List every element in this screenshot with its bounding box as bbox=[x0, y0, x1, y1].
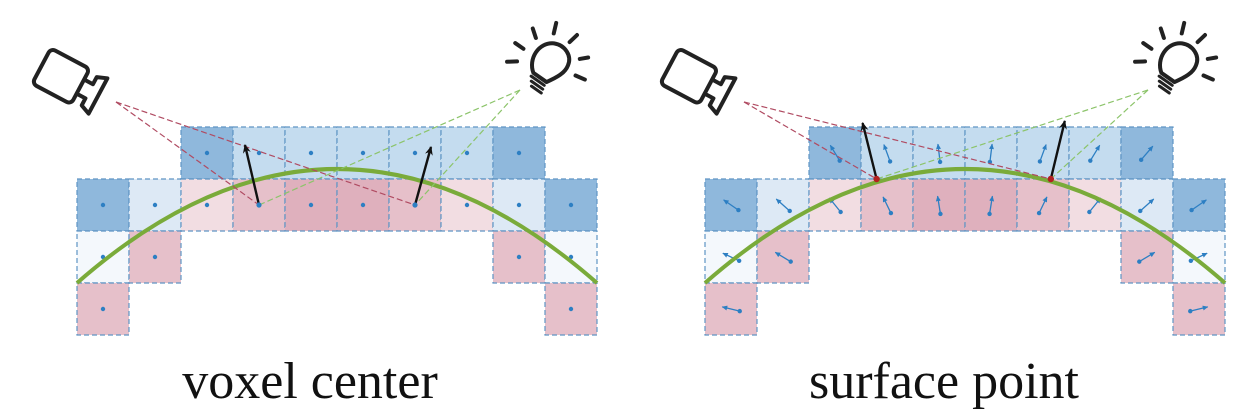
bulb-thread bbox=[529, 84, 543, 95]
light-ray-stroke bbox=[1133, 59, 1148, 64]
voxel-center-dot bbox=[516, 150, 522, 156]
normal-vector-left bbox=[860, 122, 878, 180]
voxel-center-dot bbox=[152, 202, 158, 208]
voxel-center-dot bbox=[204, 202, 210, 208]
normal-arrow bbox=[829, 144, 841, 162]
camera-icon bbox=[31, 48, 110, 116]
camera-lens bbox=[75, 75, 110, 116]
camera-ray bbox=[115, 101, 260, 206]
light-ray-stroke bbox=[505, 59, 520, 64]
surface-sample-point bbox=[873, 175, 880, 183]
normal-arrow bbox=[988, 195, 995, 214]
voxel-center-dot bbox=[100, 202, 106, 208]
voxel-center-dot bbox=[516, 202, 522, 208]
normal-arrow bbox=[883, 144, 891, 162]
voxel-center-dot bbox=[204, 150, 210, 156]
voxel-sample-point bbox=[256, 202, 262, 208]
bulb-glass bbox=[1158, 41, 1200, 85]
panel-voxel-center bbox=[31, 20, 599, 336]
normal-arrow bbox=[721, 305, 740, 312]
light-ray-stroke bbox=[1158, 26, 1166, 40]
normal-arrow bbox=[935, 195, 942, 214]
surface-sample-point bbox=[1047, 175, 1055, 183]
camera-lens bbox=[703, 75, 738, 116]
voxel-center-dot bbox=[464, 202, 470, 208]
light-ray bbox=[414, 89, 521, 206]
normal-arrow bbox=[1039, 144, 1047, 162]
voxel-center-dot bbox=[152, 254, 158, 260]
voxel-center-dot bbox=[308, 150, 314, 156]
voxel-center-dot bbox=[568, 202, 574, 208]
light-ray-stroke bbox=[1205, 55, 1219, 61]
light-ray-stroke bbox=[573, 73, 587, 82]
normal-arrow bbox=[882, 196, 892, 214]
normal-arrow bbox=[1089, 144, 1101, 162]
light-ray-stroke bbox=[577, 55, 591, 61]
voxel-cell bbox=[1172, 282, 1226, 336]
caption-voxel-center: voxel center bbox=[182, 353, 438, 410]
bulb-glass bbox=[530, 41, 572, 85]
camera-ray bbox=[115, 101, 416, 206]
voxel-grid bbox=[76, 126, 598, 336]
bulb-thread bbox=[529, 74, 546, 87]
light-ray-stroke bbox=[1141, 41, 1154, 51]
light-ray-stroke bbox=[1179, 20, 1187, 36]
normal-arrow bbox=[1191, 199, 1207, 211]
voxel-sample-point bbox=[412, 202, 418, 208]
light-bulb-icon bbox=[505, 20, 591, 95]
light-ray bbox=[876, 89, 1149, 180]
normal-vector-right bbox=[413, 146, 433, 206]
light-ray-stroke bbox=[551, 20, 559, 36]
light-ray bbox=[1050, 89, 1149, 180]
normal-arrow bbox=[723, 199, 739, 211]
bulb-thread bbox=[1157, 74, 1174, 87]
normal-arrow bbox=[1190, 305, 1209, 312]
normal-arrow bbox=[774, 251, 792, 263]
light-ray-stroke bbox=[1201, 73, 1215, 82]
voxel-center-dot bbox=[464, 150, 470, 156]
light-bulb-icon bbox=[1133, 20, 1219, 95]
normal-arrow bbox=[1138, 251, 1156, 263]
light-ray-stroke bbox=[1195, 33, 1208, 45]
normal-arrow bbox=[1140, 145, 1154, 161]
light-ray-stroke bbox=[567, 33, 580, 45]
panel-surface-point bbox=[659, 20, 1227, 336]
camera-body bbox=[31, 48, 90, 105]
normal-arrow bbox=[1038, 196, 1048, 214]
voxel-center-dot bbox=[308, 202, 314, 208]
bulb-thread bbox=[529, 79, 545, 91]
voxel-center-dot bbox=[100, 306, 106, 312]
normal-arrow bbox=[989, 143, 994, 163]
voxel-cell bbox=[128, 178, 182, 232]
light-ray-stroke bbox=[530, 26, 538, 40]
voxel-center-dot bbox=[256, 150, 262, 156]
voxel-center-dot bbox=[360, 202, 366, 208]
camera-body bbox=[659, 48, 718, 105]
voxel-grid bbox=[704, 126, 1226, 336]
voxel-cell bbox=[912, 178, 966, 232]
surface-curve bbox=[703, 167, 1227, 285]
light-ray-stroke bbox=[513, 41, 526, 51]
normal-arrow bbox=[775, 198, 791, 212]
light-ray bbox=[258, 89, 521, 206]
voxel-center-dot bbox=[360, 150, 366, 156]
camera-ray bbox=[743, 101, 877, 180]
bulb-thread bbox=[1157, 79, 1173, 91]
voxel-center-dot bbox=[412, 150, 418, 156]
camera-ray bbox=[743, 101, 1051, 180]
normal-arrow bbox=[936, 143, 941, 163]
camera-icon bbox=[659, 48, 738, 116]
normal-arrow bbox=[1139, 198, 1155, 212]
caption-surface-point: surface point bbox=[808, 353, 1079, 410]
surface-curve bbox=[75, 167, 599, 285]
voxel-center-dot bbox=[516, 254, 522, 260]
bulb-thread bbox=[1157, 84, 1171, 95]
normal-vector-left bbox=[242, 144, 261, 206]
normal-vector-right bbox=[1049, 120, 1067, 180]
voxel-center-dot bbox=[568, 306, 574, 312]
